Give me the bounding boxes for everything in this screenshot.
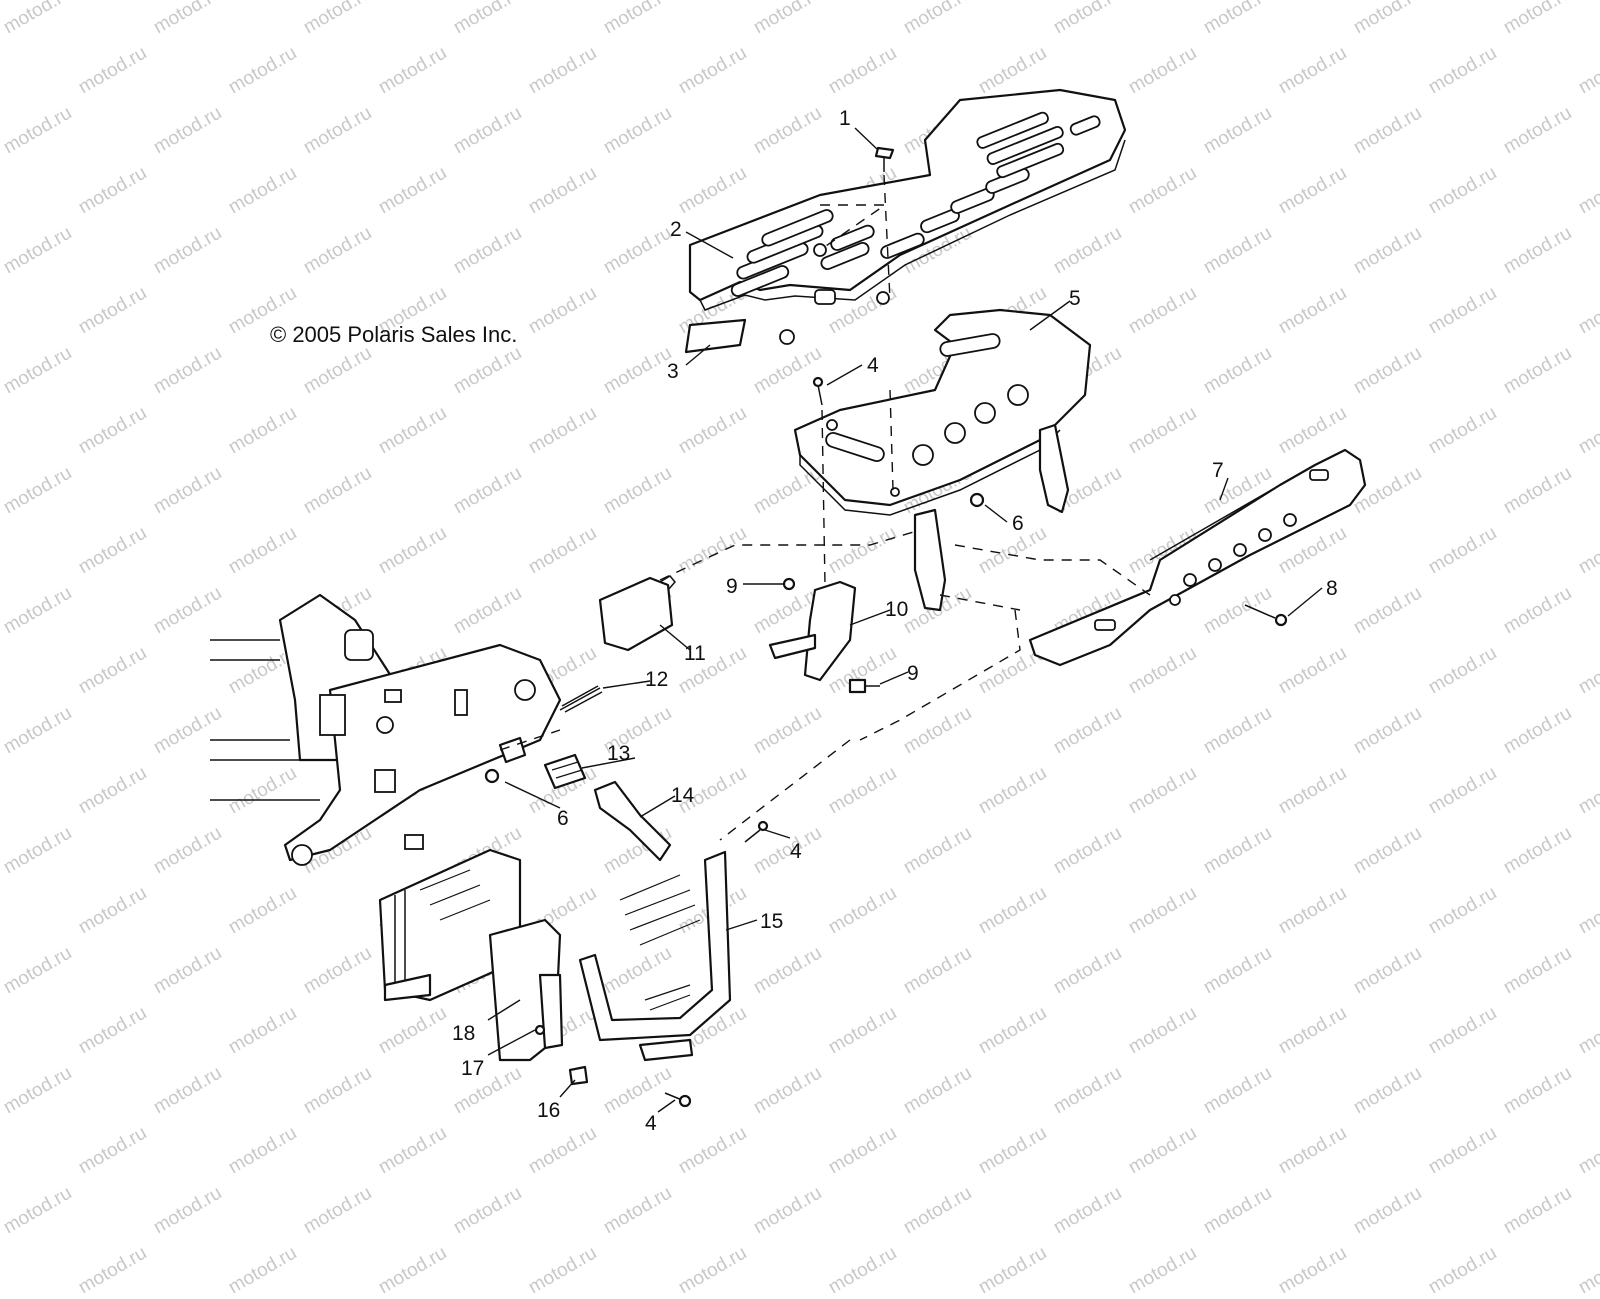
loop-bracket-part-15: [578, 850, 732, 1062]
callout-4-lower: 4: [645, 1112, 657, 1135]
callout-14: 14: [671, 784, 695, 807]
rack-support-part-5: [793, 308, 1092, 612]
watermark-text: motod.ru: [1275, 1242, 1351, 1299]
callout-6-lower: 6: [557, 807, 569, 830]
tube-part-14: [593, 780, 672, 862]
leader-lines: [487, 127, 1323, 1113]
watermark-text: motod.ru: [75, 1242, 151, 1299]
callout-15: 15: [760, 910, 783, 933]
watermark-text: motod.ru: [825, 1242, 901, 1299]
callout-9-lower: 9: [907, 662, 919, 685]
callout-11: 11: [684, 642, 706, 665]
watermark-text: motod.ru: [1425, 1242, 1501, 1299]
nut-part-6-upper: [969, 492, 985, 508]
callout-13: 13: [607, 742, 630, 765]
callout-16: 16: [537, 1099, 560, 1122]
callout-12: 12: [645, 668, 668, 691]
spacer-part-13: [498, 736, 587, 790]
watermark-text: motod.ru: [375, 1242, 451, 1299]
callout-labels: 1 2 3 4 5 6 7 8 9 9 10 11 12 13 6 14 4 1…: [452, 107, 1338, 1135]
stud-part-12: [559, 685, 603, 713]
callout-17: 17: [461, 1057, 484, 1080]
callout-7: 7: [1212, 459, 1224, 482]
assembly-lines: [499, 174, 1151, 841]
watermark-text: motod.ru: [675, 1242, 751, 1299]
exploded-parts-diagram: 1 2 3 4 5 6 7 8 9 9 10 11 12 13 6 14 4 1…: [210, 88, 1367, 1135]
bolt-part-8: [1244, 604, 1288, 627]
washer-part-17: [534, 1024, 546, 1036]
watermark-text: motod.ru: [0, 1243, 1, 1299]
screw-part-1: [874, 146, 895, 172]
screw-part-4-middle: [744, 820, 769, 843]
callout-8: 8: [1326, 577, 1338, 600]
watermark-text: motod.ru: [1125, 1242, 1201, 1299]
nut-part-6-lower: [484, 768, 500, 784]
screw-part-4-upper: [812, 376, 824, 406]
callout-6-upper: 6: [1012, 512, 1024, 535]
frame-assembly: [210, 593, 562, 1002]
callout-4-upper: 4: [867, 354, 879, 377]
callout-5: 5: [1069, 287, 1081, 310]
watermark-text: motod.ru: [975, 1242, 1051, 1299]
callout-2: 2: [670, 218, 682, 241]
callout-10: 10: [885, 598, 908, 621]
callout-18: 18: [452, 1022, 475, 1045]
bolt-part-9-upper: [765, 577, 796, 591]
watermark-text: motod.ru: [225, 1242, 301, 1299]
mud-flap-part-18: [488, 918, 564, 1062]
callout-3: 3: [667, 360, 679, 383]
watermark-text: motod.ru: [525, 1242, 601, 1299]
bracket-part-10: [768, 580, 857, 682]
callout-1: 1: [839, 107, 851, 130]
callout-9-upper: 9: [726, 575, 738, 598]
tail-light-part-11: [598, 575, 676, 652]
copyright-notice: © 2005 Polaris Sales Inc.: [270, 322, 518, 347]
callout-4-middle: 4: [790, 840, 802, 863]
nut-part-16: [568, 1065, 589, 1086]
rear-rack-part-2: [688, 88, 1127, 345]
reflector-part-3: [684, 318, 747, 354]
rear-bumper-part-7: [1028, 448, 1367, 667]
bolt-part-9-lower: [848, 678, 880, 694]
watermark-text: motod.ru: [1575, 1242, 1600, 1299]
screw-part-4-lower: [664, 1092, 692, 1108]
